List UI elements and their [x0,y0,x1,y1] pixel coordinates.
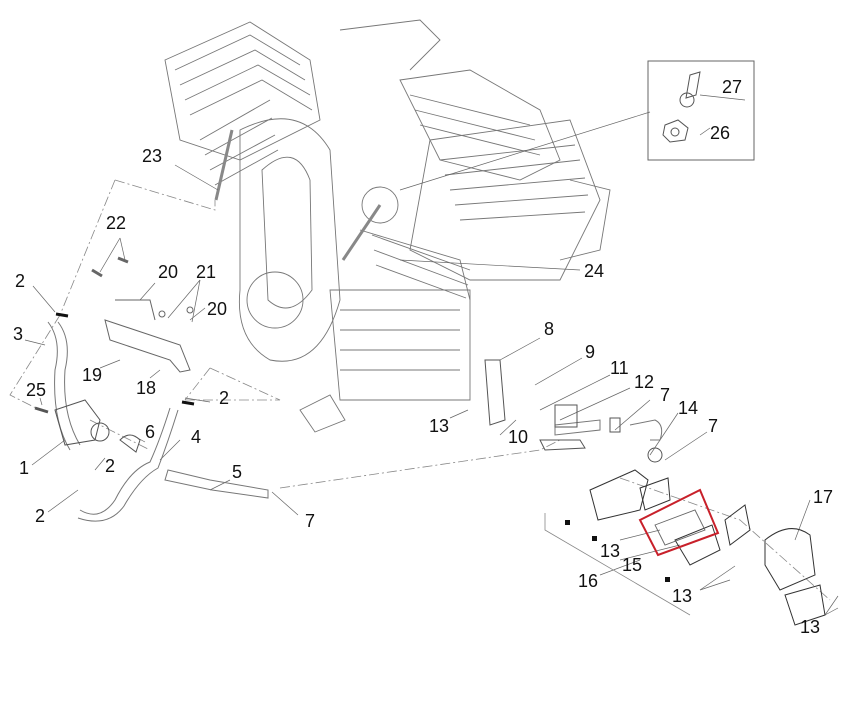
callout-13[interactable]: 13 [600,541,621,561]
callout-15[interactable]: 15 [622,555,643,575]
callout-21[interactable]: 21 [196,262,217,282]
callout-18[interactable]: 18 [136,378,157,398]
callout-8[interactable]: 8 [544,319,555,339]
callout-14[interactable]: 14 [678,398,699,418]
bracket-parts [55,256,195,406]
kit-marker [565,520,570,525]
callout-2[interactable]: 2 [219,388,230,408]
callout-23[interactable]: 23 [142,146,163,166]
callout-4[interactable]: 4 [191,427,202,447]
hoses [47,321,663,522]
inset-box-fasteners [647,60,755,161]
callout-13[interactable]: 13 [800,617,821,637]
callout-1[interactable]: 1 [19,458,30,478]
callout-11[interactable]: 11 [610,358,629,378]
callout-2[interactable]: 2 [15,271,26,291]
callout-20[interactable]: 20 [207,299,228,319]
callout-2[interactable]: 2 [105,456,116,476]
callout-20[interactable]: 20 [158,262,179,282]
callout-7[interactable]: 7 [305,511,316,531]
callout-17[interactable]: 17 [813,487,834,507]
reed-valve-assembly [589,469,826,626]
callout-2[interactable]: 2 [35,506,46,526]
callout-22[interactable]: 22 [106,213,127,233]
callout-7[interactable]: 7 [708,416,719,436]
callout-19[interactable]: 19 [82,365,103,385]
callout-10[interactable]: 10 [508,427,529,447]
air-pump [34,399,141,453]
callout-13[interactable]: 13 [672,586,693,606]
callout-9[interactable]: 9 [585,342,596,362]
cutoff-valve [484,359,663,463]
callout-5[interactable]: 5 [232,462,243,482]
leader-lines [24,94,839,616]
engine-drawing [164,19,611,433]
callout-26[interactable]: 26 [710,123,731,143]
callout-27[interactable]: 27 [722,77,743,97]
callout-6[interactable]: 6 [145,422,156,442]
kit-marker [592,536,597,541]
callout-7[interactable]: 7 [660,385,671,405]
kit-bracket-16 [544,513,691,616]
callout-13[interactable]: 13 [429,416,450,436]
callout-12[interactable]: 12 [634,372,655,392]
callout-24[interactable]: 24 [584,261,605,281]
kit-marker [665,577,670,582]
callout-25[interactable]: 25 [26,380,47,400]
callout-16[interactable]: 16 [578,571,599,591]
highlight-frame-part-15[interactable] [638,488,720,557]
callout-3[interactable]: 3 [13,324,24,344]
phantom-lines [9,179,831,601]
